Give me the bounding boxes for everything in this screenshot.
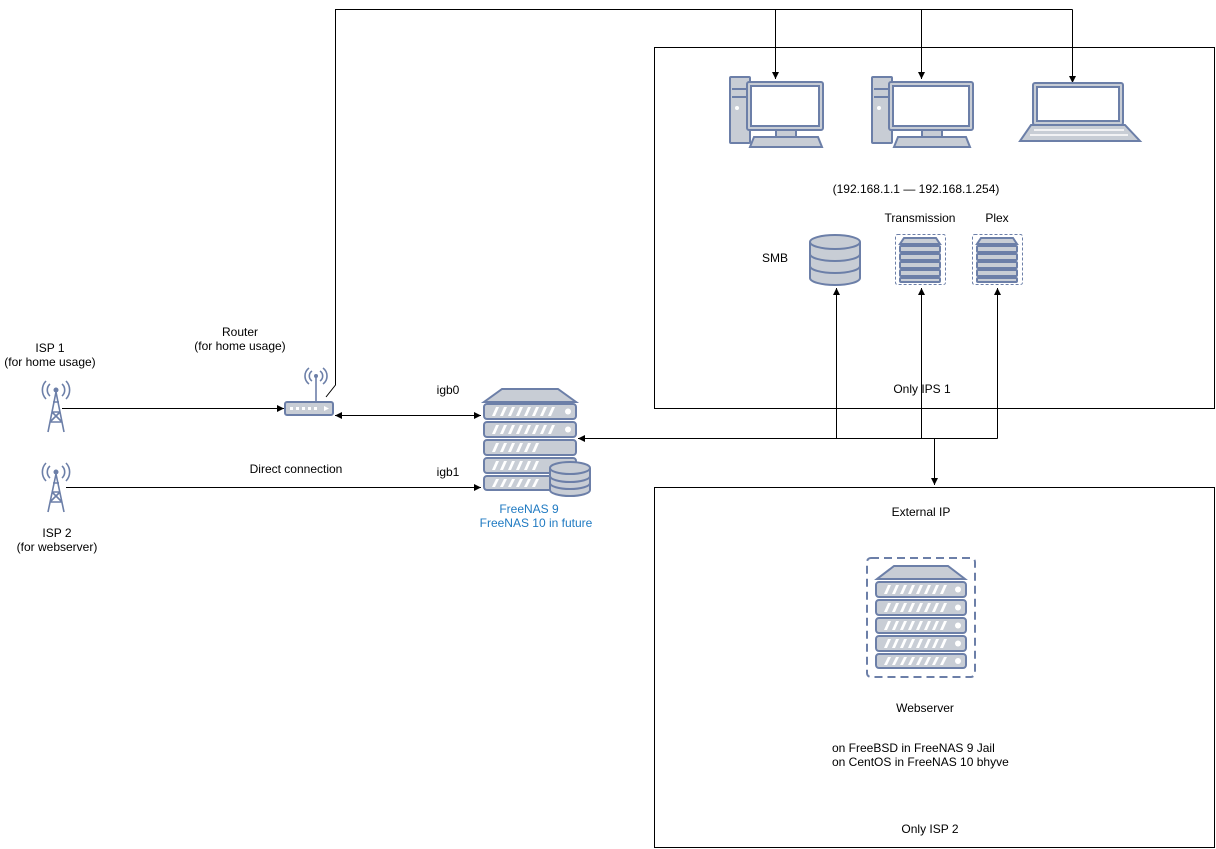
router-name: Router	[222, 325, 258, 339]
isp2-name: ISP 2	[42, 526, 71, 540]
wan-zone-title: External IP	[892, 505, 951, 519]
webserver-label: Webserver	[896, 701, 954, 715]
lan-zone-footer: Only IPS 1	[893, 382, 951, 396]
isp1-name: ISP 1	[35, 341, 64, 355]
connections	[62, 9, 1076, 491]
router-note: (for home usage)	[194, 339, 285, 353]
database-icon	[549, 461, 591, 497]
server-rack-icon	[480, 388, 591, 497]
direct-connection-label: Direct connection	[250, 462, 343, 476]
smb-label: SMB	[762, 251, 788, 265]
lan-zone-box	[654, 47, 1215, 409]
cell-tower-icon	[41, 380, 71, 433]
server-rack-icon	[866, 557, 976, 678]
isp2-note: (for webserver)	[17, 540, 98, 554]
plex-label: Plex	[985, 211, 1008, 225]
server-rack-icon	[972, 234, 1023, 285]
wire-router-lan	[325, 9, 1073, 398]
lan-ip-range: (192.168.1.1 — 192.168.1.254)	[833, 182, 1000, 196]
igb1-label: igb1	[437, 465, 460, 479]
cell-tower-icon	[41, 462, 71, 513]
webserver-os2: on CentOS in FreeNAS 10 bhyve	[832, 755, 1009, 769]
desktop-computer-icon	[729, 76, 824, 148]
isp1-note: (for home usage)	[4, 355, 95, 369]
database-icon	[809, 234, 861, 286]
igb0-label: igb0	[437, 383, 460, 397]
wan-zone-box	[654, 487, 1215, 848]
webserver-os1: on FreeBSD in FreeNAS 9 Jail	[832, 741, 995, 755]
transmission-label: Transmission	[885, 211, 956, 225]
server-rack-icon	[895, 234, 946, 285]
wan-zone-footer: Only ISP 2	[901, 822, 958, 836]
nas-future: FreeNAS 10 in future	[480, 516, 593, 530]
router-icon	[284, 367, 334, 416]
desktop-computer-icon	[871, 76, 974, 148]
nas-name: FreeNAS 9	[499, 502, 559, 516]
laptop-icon	[1018, 82, 1143, 142]
